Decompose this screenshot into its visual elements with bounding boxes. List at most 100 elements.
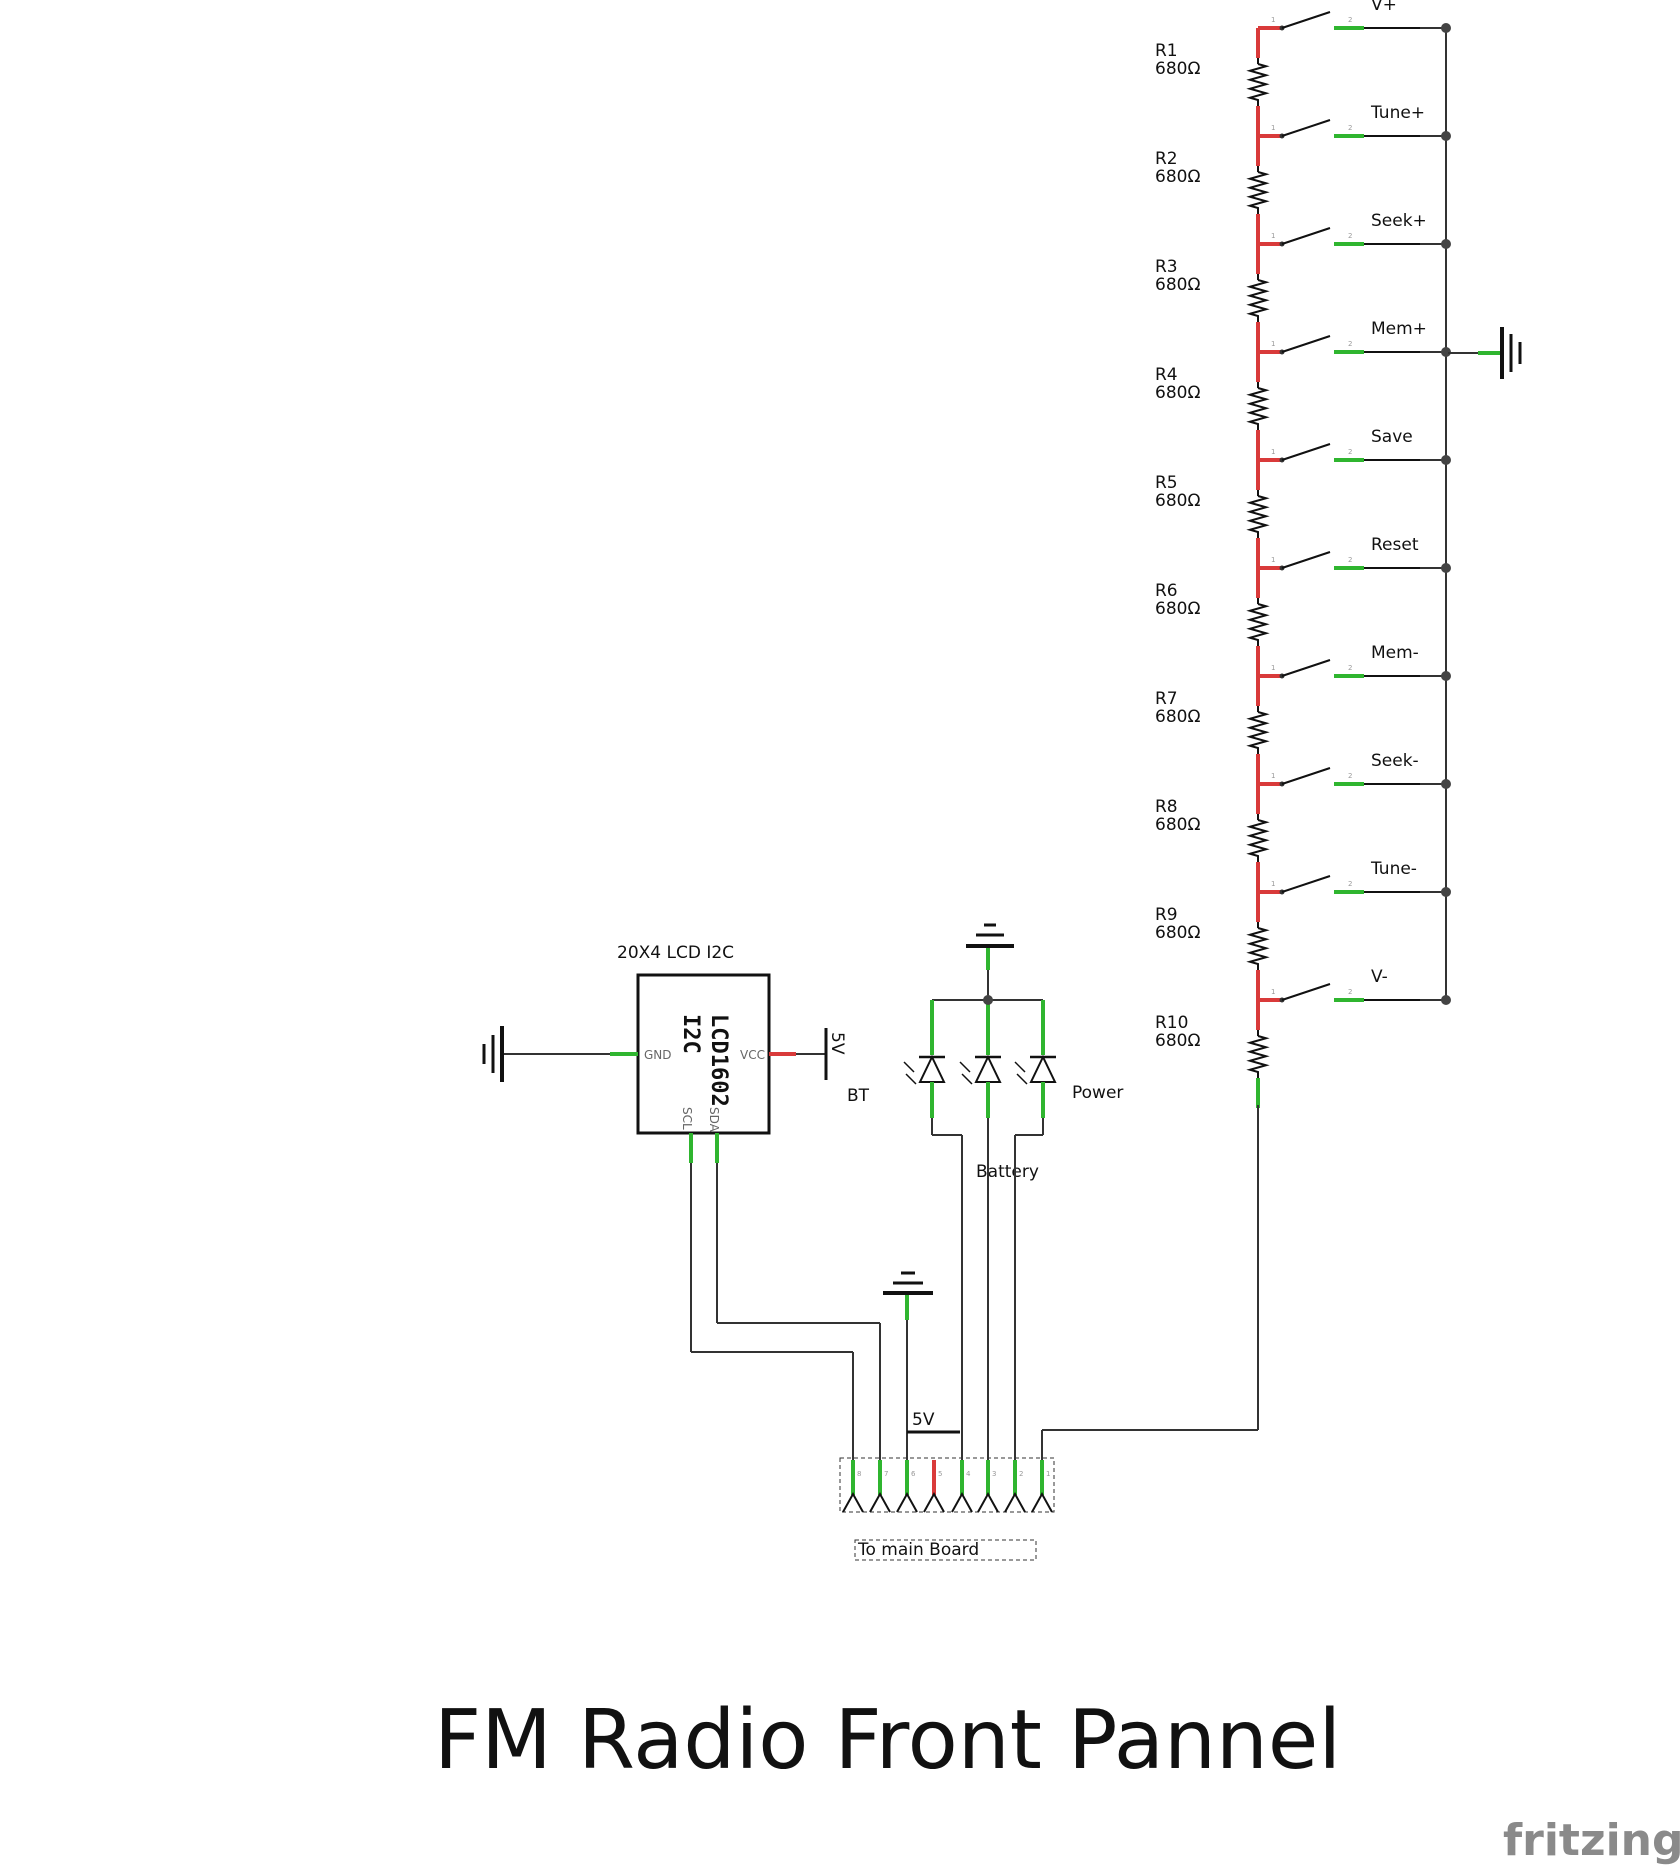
led-ray [961,1073,973,1085]
button-label: Save [1371,427,1413,447]
connector-pin-symbol [977,1491,999,1513]
fritzing-logo: fritzing [1503,1815,1680,1866]
switch-lever [1281,875,1331,893]
connector-pin-symbol [896,1491,918,1513]
connector-5v-net-label: 5V [912,1410,935,1430]
lcd-chip-interface: I2C [678,1014,703,1054]
resistor-symbol [1246,279,1270,322]
resistor-ref: R7 [1155,689,1178,709]
bus-ground-symbol [1448,327,1522,379]
connector-pin-symbol [842,1491,864,1513]
resistor-value: 680Ω [1155,59,1200,79]
led-label-battery: Battery [976,1162,1039,1182]
switch-lever [1281,443,1331,461]
junction-dot [983,995,993,1005]
pin-number: 2 [1348,988,1352,996]
led-symbol [974,1054,1002,1083]
pin-number: 1 [1271,664,1275,672]
button-label: Seek- [1371,751,1419,771]
switch-lever [1281,227,1331,245]
board-wiring: 5V [690,1105,1259,1460]
connector-label-box [854,1539,1037,1561]
resistor-value: 680Ω [1155,491,1200,511]
pin-number: 2 [1348,124,1352,132]
led-label-power: Power [1072,1083,1123,1103]
resistor-symbol [1246,63,1270,106]
resistor-ref: R1 [1155,41,1178,61]
switch-lever [1281,335,1331,353]
button-label: Tune- [1370,859,1417,879]
resistor-value: 680Ω [1155,167,1200,187]
lcd-label: 20X4 LCD I2C [617,943,734,963]
connector-pin-number: 1 [1046,1470,1050,1478]
button-label: Seek+ [1371,211,1427,231]
button-label: Tune+ [1370,103,1425,123]
resistor-symbol [1246,603,1270,646]
lcd-chip-text: LCD1602 [706,1014,731,1107]
switch-lever [1281,11,1331,29]
pin-number: 1 [1271,340,1275,348]
connector-pin-number: 4 [966,1470,971,1478]
led-ray [1016,1073,1028,1085]
resistor-ref: R9 [1155,905,1178,925]
resistor-ref: R10 [1155,1013,1188,1033]
connector-pin-number: 8 [857,1470,861,1478]
pin-number: 2 [1348,448,1352,456]
bus-junction [1441,23,1451,33]
bus-junction [1441,131,1451,141]
pin-number: 1 [1271,124,1275,132]
resistor-value: 680Ω [1155,1031,1200,1051]
button-label: Mem- [1371,643,1419,663]
resistor-symbol [1246,495,1270,538]
pin-number: 2 [1348,232,1352,240]
switch-lever [1281,551,1331,569]
resistor-ref: R4 [1155,365,1178,385]
resistor-ref: R6 [1155,581,1178,601]
resistor-ref: R8 [1155,797,1178,817]
led-ray [905,1073,917,1085]
pin-number: 2 [1348,16,1352,24]
button-label: V+ [1371,0,1397,15]
led-label-bt: BT [847,1086,870,1106]
pin-number: 2 [1348,880,1352,888]
resistor-value: 680Ω [1155,923,1200,943]
resistor-symbol [1246,387,1270,430]
pin-number: 2 [1348,340,1352,348]
button-label: Reset [1371,535,1419,555]
led-symbol [918,1054,946,1083]
bus-junction [1441,239,1451,249]
pin-number: 1 [1271,880,1275,888]
resistor-ref: R5 [1155,473,1178,493]
pin-number: 2 [1348,556,1352,564]
connector-pin-number: 3 [992,1470,996,1478]
connector-pin-symbol [1004,1491,1026,1513]
button-label: V- [1371,967,1388,987]
connector-pin-symbol [951,1491,973,1513]
resistor-symbol [1246,171,1270,214]
bus-junction [1441,347,1451,357]
resistor-ref: R3 [1155,257,1178,277]
lcd-body [636,973,771,1135]
button-label: Mem+ [1371,319,1427,339]
lcd-module: 20X4 LCD I2C LCD1602 I2C GND VCC SCL SDA… [482,943,847,1163]
bus-junction [1441,887,1451,897]
connector-pin-number: 6 [911,1470,916,1478]
connector-label: To main Board [857,1540,979,1560]
resistor-symbol [1246,927,1270,970]
led-symbol [1029,1054,1057,1083]
led-ray [959,1061,971,1073]
switch-lever [1281,119,1331,137]
resistor-value: 680Ω [1155,383,1200,403]
pin-number: 1 [1271,448,1275,456]
resistor-value: 680Ω [1155,707,1200,727]
lcd-pin-gnd: GND [644,1048,672,1062]
diagram-title: FM Radio Front Pannel [434,1693,1341,1788]
lcd-pin-vcc: VCC [740,1048,765,1062]
pin-number: 1 [1271,232,1275,240]
switch-lever [1281,983,1331,1001]
pin-number: 2 [1348,664,1352,672]
connector-outline [839,1457,1055,1513]
bus-junction [1441,455,1451,465]
